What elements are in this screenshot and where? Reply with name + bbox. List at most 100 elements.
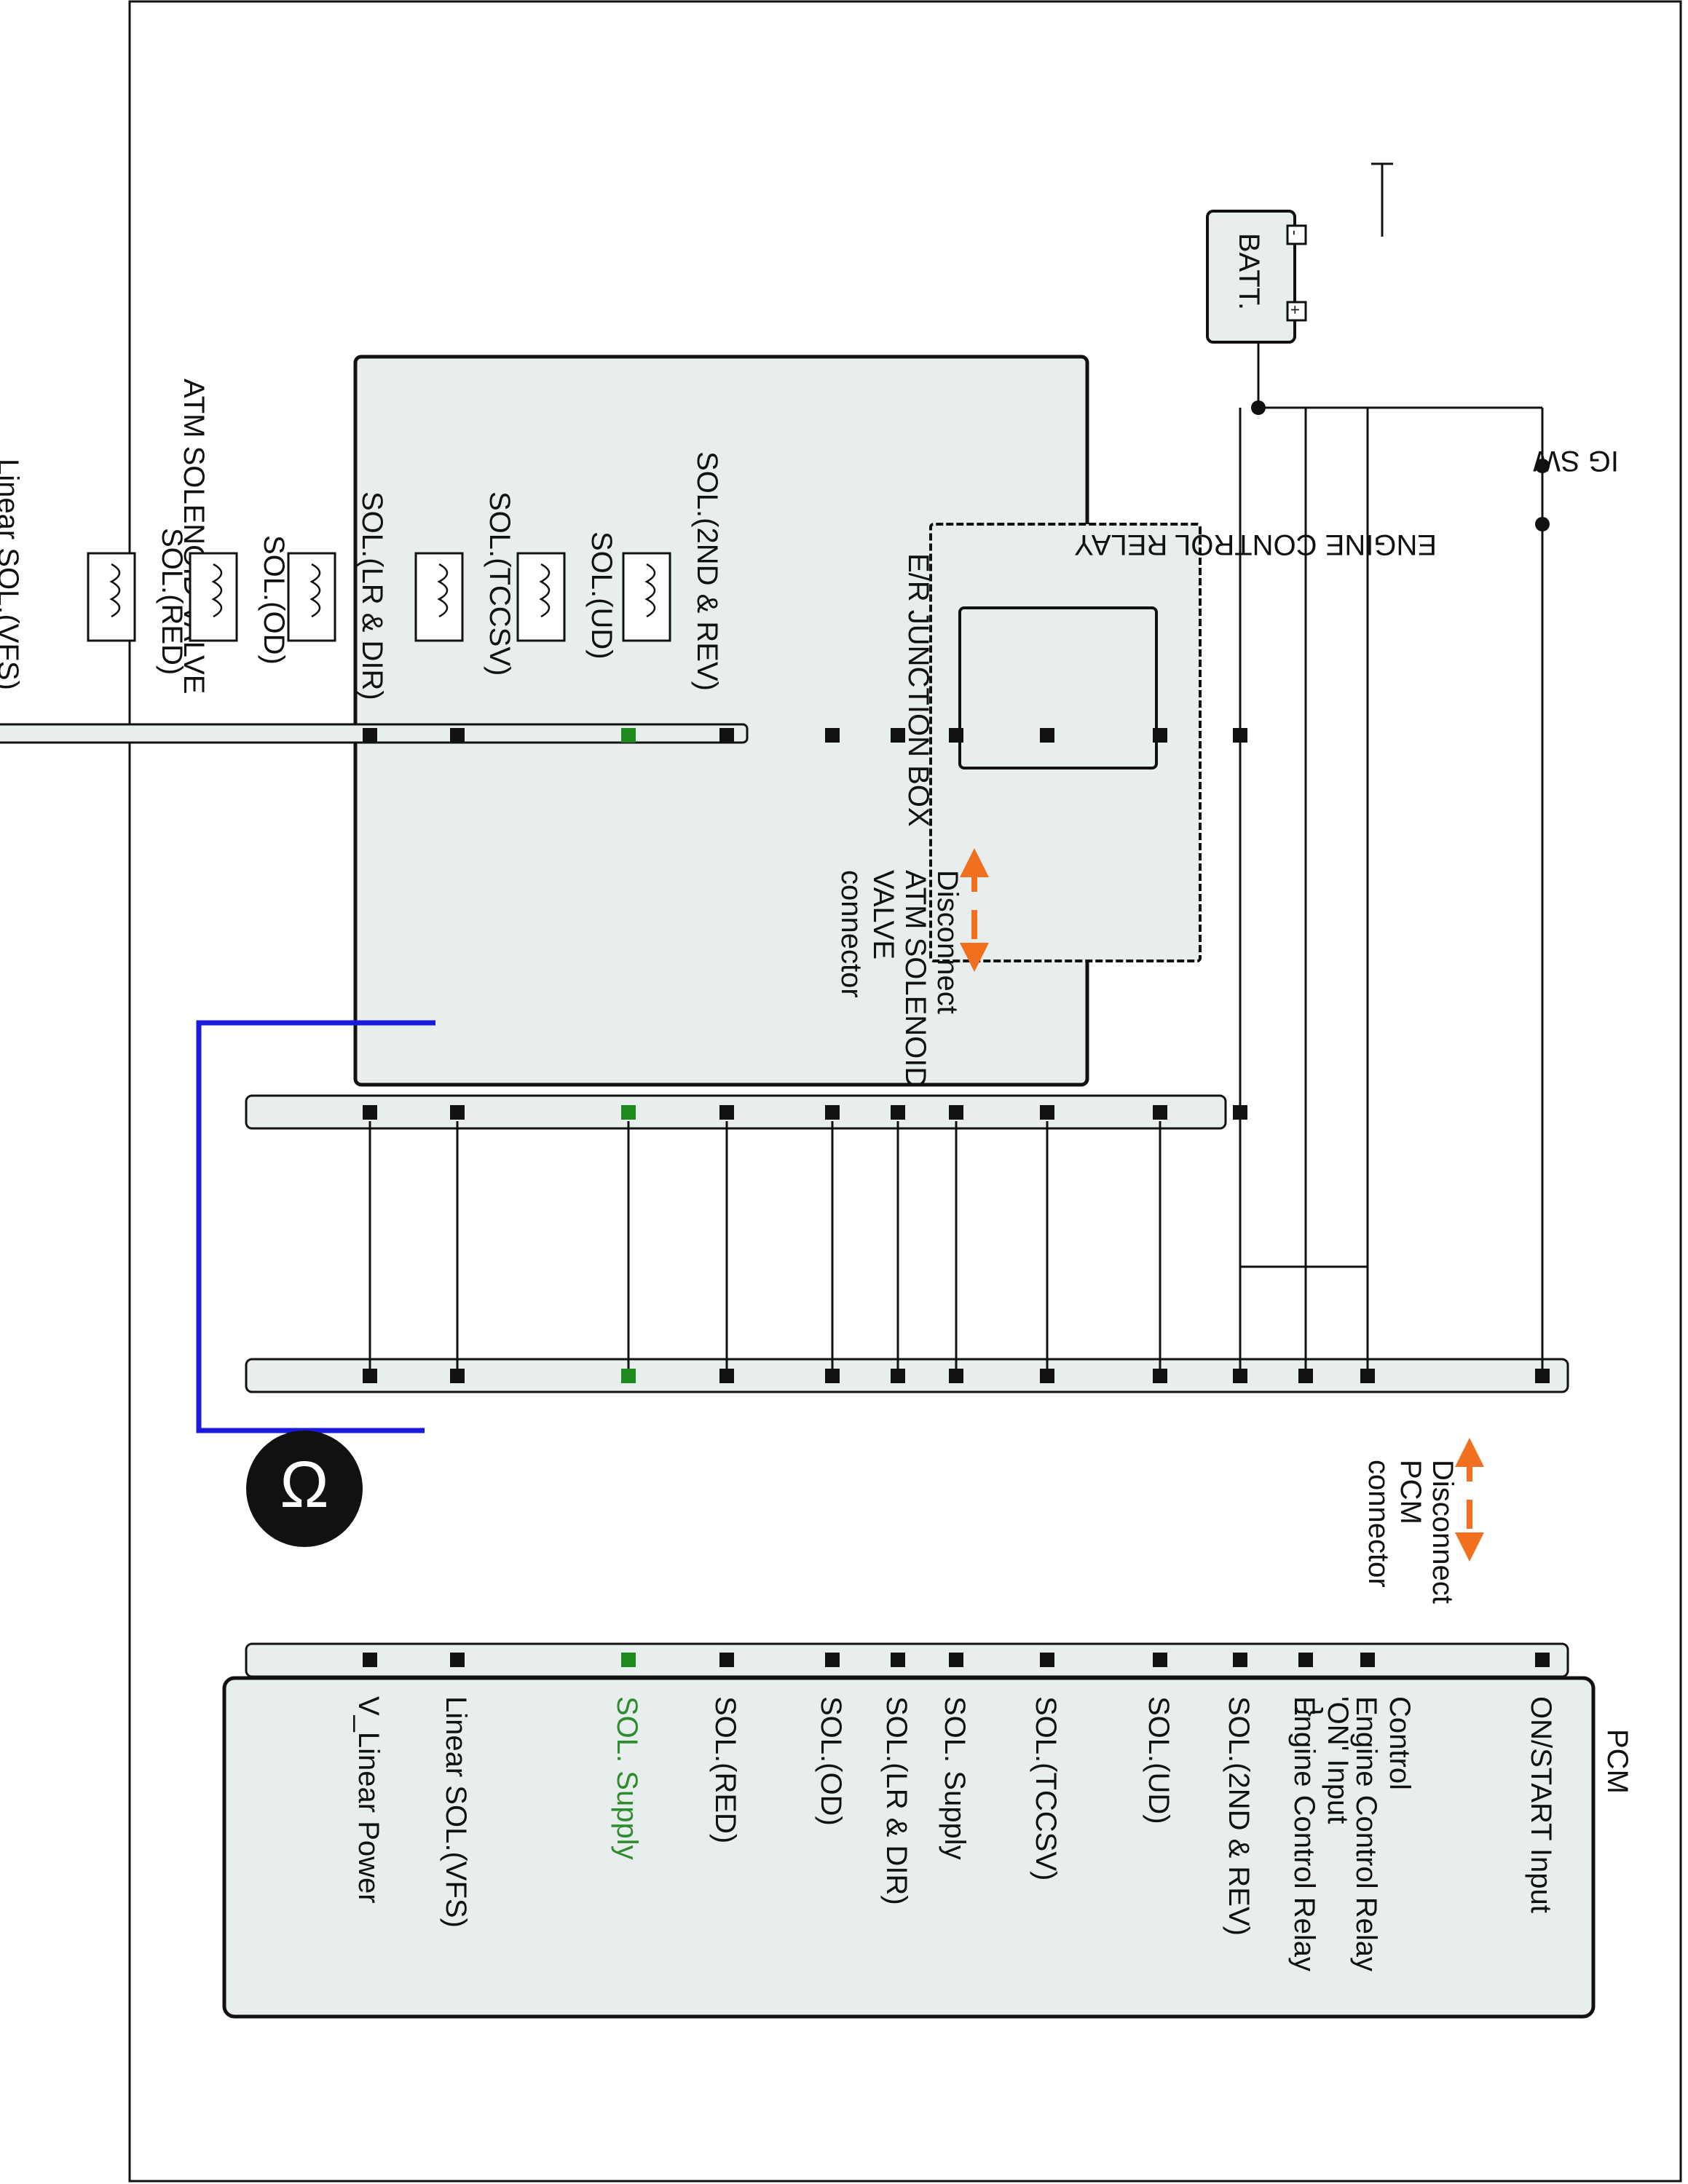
- atm-harness-pin: [949, 1105, 963, 1120]
- meter-probe: Ω: [196, 1020, 435, 1547]
- atm-harness-pin: [1153, 1105, 1167, 1120]
- wiring: [368, 162, 1550, 1369]
- coil-symbol: [437, 563, 449, 618]
- disconnect-text: ATM SOLENOID: [899, 870, 931, 1088]
- disconnect-text: Disconnect: [1427, 1460, 1459, 1604]
- battery-minus: -: [1286, 230, 1304, 235]
- harness-pin: [1233, 1369, 1247, 1383]
- pcm-pin: [621, 1653, 636, 1667]
- solenoid-label: SOL.(LR & DIR): [356, 491, 388, 700]
- battery-label: BATT.: [1233, 233, 1265, 310]
- harness-pin: [1535, 1369, 1550, 1383]
- solenoid-label: Linear SOL.(VFS): [0, 459, 24, 690]
- er-junction-box-title: E/R JUNCTION BOX: [902, 553, 934, 827]
- solenoid-coil: [287, 552, 336, 642]
- pcm-pin-label: SOL.(OD): [815, 1696, 847, 1826]
- atm-harness-connector: [245, 1094, 1227, 1130]
- harness-pin: [1298, 1369, 1313, 1383]
- harness-pin: [825, 1369, 840, 1383]
- solenoid-label: SOL.(2ND & REV): [691, 451, 723, 691]
- solenoid-label: SOL.(TCCSV): [484, 491, 516, 676]
- atm-harness-pin: [363, 1105, 377, 1120]
- harness-pin: [621, 1369, 636, 1383]
- harness-pin: [1153, 1369, 1167, 1383]
- atm-valve-pin: [825, 728, 840, 743]
- pcm-pin: [1535, 1653, 1550, 1667]
- connector-pins: [363, 728, 1550, 1667]
- atm-harness-pin: [891, 1105, 905, 1120]
- solenoid-coils: [87, 552, 671, 642]
- atm-valve-pin: [1233, 728, 1247, 743]
- atm-harness-pin: [825, 1105, 840, 1120]
- pcm-pin: [825, 1653, 840, 1667]
- pcm-pin-label: ON/START Input: [1525, 1696, 1557, 1913]
- pcm-pin-label: SOL.(2ND & REV): [1223, 1696, 1255, 1936]
- pcm-pin: [1298, 1653, 1313, 1667]
- harness-pin: [719, 1369, 734, 1383]
- pcm-pin-label: SOL. Supply: [939, 1696, 971, 1860]
- coil-symbol: [109, 563, 121, 618]
- pcm-pin: [450, 1653, 465, 1667]
- disconnect-text: connector: [1362, 1460, 1395, 1588]
- atm-harness-pin: [1040, 1105, 1054, 1120]
- solenoid-coil: [414, 552, 464, 642]
- coil-symbol: [539, 563, 551, 618]
- pcm-pin: [949, 1653, 963, 1667]
- atm-valve-pin: [891, 728, 905, 743]
- disconnect-text: Disconnect: [931, 870, 963, 1014]
- solenoid-coil: [516, 552, 566, 642]
- pcm-pin-label: SOL.(TCCSV): [1030, 1696, 1062, 1880]
- ohmmeter-icon: [246, 1431, 363, 1547]
- solenoid-coil: [622, 552, 671, 642]
- pcm-harness-connector: [245, 1358, 1569, 1393]
- pcm-pin: [1040, 1653, 1054, 1667]
- atm-harness-pin: [450, 1105, 465, 1120]
- pcm-pin-label: SOL.(RED): [709, 1696, 741, 1843]
- coil-symbol: [644, 563, 656, 618]
- page-frame: [128, 0, 1682, 2183]
- harness-pin: [1040, 1369, 1054, 1383]
- atm-valve-pin: [621, 728, 636, 743]
- coil-symbol: [309, 563, 321, 618]
- pcm-pin: [891, 1653, 905, 1667]
- pcm-pin: [719, 1653, 734, 1667]
- atm-solenoid-valve-block: ATM SOLENOID VALVE SOL.(2ND & REV) SOL.(U…: [0, 355, 1089, 1087]
- solenoid-coil: [87, 552, 136, 642]
- pcm-pin: [1153, 1653, 1167, 1667]
- ig-sw-contact: [1535, 517, 1550, 531]
- solenoid-labels: SOL.(2ND & REV) SOL.(UD) SOL.(TCCSV) SOL.(L…: [0, 451, 723, 700]
- solenoid-label: SOL.(RED): [156, 528, 188, 675]
- atm-valve-pin: [363, 728, 377, 743]
- pcm-pin-label: Engine Control Relay: [1350, 1696, 1382, 1971]
- harness-pin: [949, 1369, 963, 1383]
- solenoid-label: SOL.(OD): [258, 535, 290, 665]
- pcm-pin-label: SOL. Supply: [611, 1696, 643, 1860]
- pcm-bracket: }: [1295, 1707, 1328, 1717]
- engine-control-relay: [958, 606, 1158, 769]
- battery: BATT. - +: [1206, 210, 1307, 344]
- pcm-pin-label: Control: [1384, 1696, 1416, 1790]
- harness-pin: [450, 1369, 465, 1383]
- engine-control-relay-title: ENGINE CONTROL RELAY: [1074, 529, 1437, 561]
- ig-sw-label: IG SW: [1533, 445, 1619, 477]
- solenoid-coil: [189, 552, 238, 642]
- pcm-pin-label: Linear SOL.(VFS): [440, 1696, 472, 1928]
- pcm-title: PCM: [1601, 1729, 1633, 1794]
- pcm-pin-label: 'ON' Input: [1322, 1696, 1354, 1824]
- pcm-pin-label: SOL.(LR & DIR): [880, 1696, 912, 1905]
- disconnect-text: VALVE: [867, 870, 899, 960]
- harness-pin: [891, 1369, 905, 1383]
- pcm-pin-label: SOL.(UD): [1143, 1696, 1175, 1824]
- atm-harness-pin: [621, 1105, 636, 1120]
- pcm-pin-label: V_Linear Power: [352, 1696, 384, 1904]
- pcm-pin: [1233, 1653, 1247, 1667]
- solenoid-label: SOL.(UD): [585, 531, 618, 660]
- atm-harness-pin: [719, 1105, 734, 1120]
- harness-pin: [1360, 1369, 1375, 1383]
- ohm-symbol: Ω: [280, 1449, 328, 1522]
- disconnect-text: PCM: [1395, 1460, 1427, 1524]
